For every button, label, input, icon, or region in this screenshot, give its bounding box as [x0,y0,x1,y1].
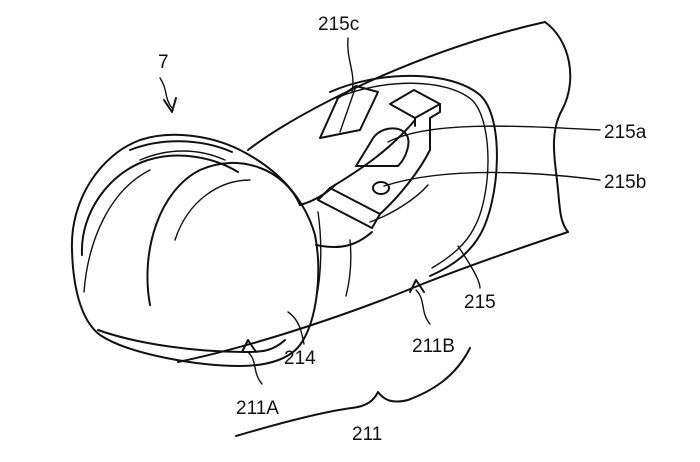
label-211A: 211A [236,398,279,419]
opening-215a [355,127,410,167]
hole-215b [372,181,390,195]
label-215: 215 [464,292,496,313]
label-215b: 215b [604,172,646,193]
inner-block [317,89,441,229]
arrowhead-211B [409,279,425,293]
arrowhead-211A [241,339,257,353]
reference-labels: 7 215c 215a 215b 215 214 211B 211A 211 [158,14,647,445]
label-7: 7 [158,52,169,73]
leader-7 [159,77,173,109]
label-215a: 215a [604,122,647,143]
leader-lines [159,37,601,437]
leader-215 [457,245,481,289]
leader-215c [347,37,354,93]
arrowhead-7 [163,97,177,113]
label-211: 211 [352,424,382,445]
leader-211B [415,289,431,325]
leader-211A [247,351,263,385]
brace-211 [235,347,471,437]
leader-215b [383,171,601,187]
label-211B: 211B [412,336,455,357]
leader-214 [287,311,305,345]
label-214: 214 [284,348,316,369]
label-215c: 215c [318,14,359,35]
cap [70,133,373,367]
leader-215a [387,125,601,143]
